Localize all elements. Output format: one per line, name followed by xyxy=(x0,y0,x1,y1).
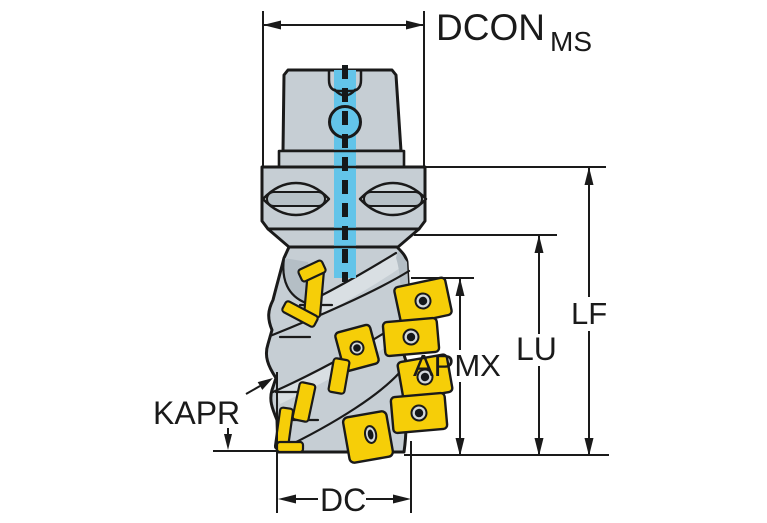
dimension-kapr: KAPR xyxy=(153,378,277,452)
arrowhead-down xyxy=(584,438,594,456)
dimension-dcon: DCON MS xyxy=(262,7,592,167)
arrowhead-up xyxy=(455,278,465,296)
arrowhead-northeast xyxy=(257,378,273,390)
dimension-lf: LF xyxy=(425,166,607,456)
arrowhead-down xyxy=(534,438,544,456)
arrowhead-left xyxy=(278,494,296,504)
insert xyxy=(327,357,351,395)
insert xyxy=(281,300,319,328)
coolant-channel xyxy=(327,65,363,282)
flange-slot-left xyxy=(261,181,331,217)
arrowhead-right xyxy=(393,494,411,504)
dimension-dc: DC xyxy=(276,372,412,518)
arrowhead-left xyxy=(263,20,281,30)
insert xyxy=(275,440,305,454)
arrowhead-right xyxy=(406,20,424,30)
arrowhead-down xyxy=(224,434,232,450)
insert xyxy=(291,381,317,423)
dimension-lu: LU xyxy=(414,234,557,456)
inserts xyxy=(273,259,454,464)
flange-slot-right xyxy=(358,181,428,217)
insert xyxy=(381,316,441,358)
dcon-label: DCON xyxy=(436,7,545,48)
arrowhead-down xyxy=(455,438,465,456)
insert xyxy=(389,391,449,435)
apmx-label: APMX xyxy=(413,348,501,383)
dimension-apmx: APMX xyxy=(411,277,501,456)
arrowhead-up xyxy=(534,235,544,253)
insert xyxy=(341,410,395,464)
insert xyxy=(297,259,327,283)
lu-label: LU xyxy=(516,331,557,367)
dc-label: DC xyxy=(320,482,366,518)
lf-label: LF xyxy=(571,296,607,331)
arrowhead-up xyxy=(584,167,594,185)
kapr-label: KAPR xyxy=(153,395,240,431)
insert xyxy=(396,353,454,401)
dcon-subscript-label: MS xyxy=(550,26,592,57)
